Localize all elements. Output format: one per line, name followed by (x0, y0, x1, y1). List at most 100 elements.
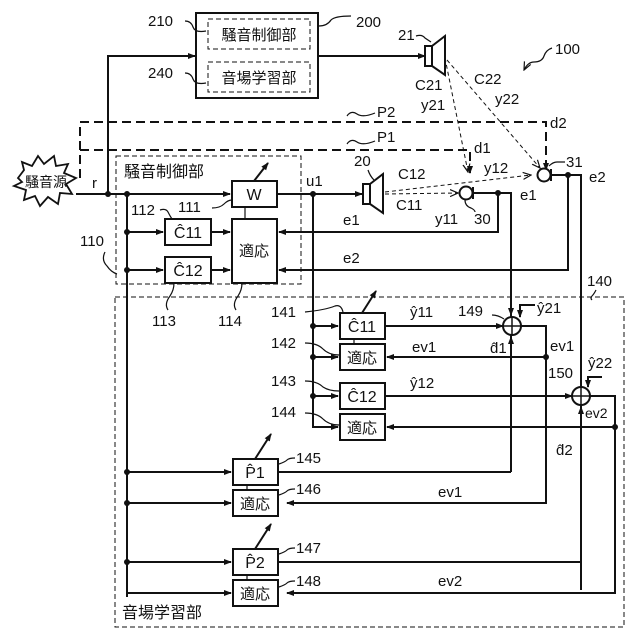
noise-source-label: 騒音源 (25, 174, 67, 191)
junction (124, 229, 130, 235)
learning-unit-title: 音場学習部 (122, 603, 202, 622)
label-d1: d1 (474, 140, 491, 157)
leader-31 (549, 162, 565, 166)
junction (124, 469, 130, 475)
label-p1: P1 (377, 129, 395, 146)
leader-200 (319, 16, 351, 26)
junction (105, 191, 111, 197)
label-d2: d2 (550, 115, 567, 132)
label-c12: C12 (398, 166, 426, 183)
mic31-e2-label: e2 (589, 169, 606, 186)
ref-149: 149 (458, 303, 483, 320)
sub-block-210-label: 騒音制御部 (221, 26, 296, 44)
speaker-20-icon (363, 174, 383, 213)
ref-200: 200 (356, 14, 381, 31)
block-adapt-148-label: 適応 (240, 585, 270, 603)
path-c11 (385, 193, 458, 194)
ref-150: 150 (548, 365, 573, 382)
ref-145: 145 (296, 450, 321, 467)
leader-149 (492, 315, 504, 319)
leader-30 (465, 200, 475, 212)
label-y22: y22 (495, 91, 519, 108)
summing-junction-149 (503, 317, 521, 335)
ev2-label-148: ev2 (438, 573, 462, 590)
ref-141: 141 (271, 304, 296, 321)
adjust-arrow-145 (255, 434, 271, 459)
control-e2-label: e2 (343, 250, 360, 267)
ref-240: 240 (148, 65, 173, 82)
ref-30: 30 (474, 211, 491, 228)
ref-143: 143 (271, 373, 296, 390)
ref-210: 210 (148, 13, 173, 30)
ref-112: 112 (131, 202, 155, 219)
leader-111 (212, 200, 232, 208)
signal-r-label: r (92, 175, 97, 192)
d1hat-label: d̂1 (490, 340, 507, 357)
ref-147: 147 (296, 540, 321, 557)
leader-21 (416, 35, 431, 42)
ref-110: 110 (80, 233, 104, 250)
control-unit-title: 騒音制御部 (124, 162, 204, 181)
ref-111: 111 (178, 199, 201, 216)
block-p2-147-label: P̂2 (245, 552, 265, 572)
block-W-label: W (246, 187, 262, 204)
mic30-e1-label: e1 (520, 187, 537, 204)
ref-140: 140 (587, 273, 612, 290)
leader-110 (103, 252, 117, 274)
sub-block-240-label: 音場学習部 (221, 69, 296, 87)
leader-20 (368, 170, 374, 180)
junction (310, 393, 316, 399)
junction (310, 323, 316, 329)
adjust-arrow-141 (362, 291, 376, 313)
block-adapt-114-label: 適応 (239, 242, 269, 260)
leader-148 (279, 581, 295, 587)
junction (310, 354, 316, 360)
block-adapt-142-label: 適応 (347, 349, 377, 367)
adjust-arrow-W (254, 163, 268, 181)
y12hat-label: ŷ12 (410, 375, 434, 392)
ref-100: 100 (555, 41, 580, 58)
d2hat-label: d̂2 (556, 442, 573, 459)
block-c12-113-label: Ĉ12 (173, 261, 202, 280)
ref-113: 113 (152, 313, 176, 330)
y22hat-label: ŷ22 (588, 355, 612, 372)
ev2-label-150: ev2 (585, 405, 608, 421)
leader-145 (279, 458, 295, 464)
label-c11: C11 (396, 197, 422, 214)
ev1-label-right: ev1 (550, 338, 574, 355)
control-e1-label: e1 (343, 212, 360, 229)
ref-21: 21 (398, 27, 415, 44)
block-adapt-146-label: 適応 (240, 495, 270, 513)
leader-146 (279, 489, 295, 495)
ref-148: 148 (296, 573, 321, 590)
path-c21 (445, 58, 468, 172)
block-p1-145-label: P̂1 (245, 462, 265, 482)
y11hat-label: ŷ11 (410, 304, 433, 321)
ev1-label-142: ev1 (412, 339, 436, 356)
block-c12-143-label: Ĉ12 (347, 387, 376, 406)
leader-143 (305, 381, 339, 391)
junction (124, 559, 130, 565)
microphone-31-icon (538, 169, 552, 182)
leader-141 (305, 306, 343, 312)
ref-142: 142 (271, 335, 296, 352)
wire-y22hat-in (588, 377, 602, 387)
signal-u1-label: u1 (306, 173, 323, 190)
ev1-label-146: ev1 (438, 484, 462, 501)
summing-junction-150 (572, 387, 590, 405)
adjust-arrow-147 (255, 524, 271, 549)
leader-112 (160, 209, 172, 219)
y21hat-label: ŷ21 (537, 300, 561, 317)
junction (124, 267, 130, 273)
label-y21: y21 (421, 97, 445, 114)
ref-114: 114 (218, 313, 242, 330)
leader-p1 (347, 140, 375, 144)
block-adapt-144-label: 適応 (347, 419, 377, 437)
speaker-21-icon (425, 36, 445, 75)
label-y11: y11 (435, 211, 458, 228)
ref-31: 31 (566, 154, 583, 171)
block-c11-112-label: Ĉ11 (174, 223, 202, 242)
wire-e2 (551, 175, 581, 590)
ref-20: 20 (354, 153, 371, 170)
